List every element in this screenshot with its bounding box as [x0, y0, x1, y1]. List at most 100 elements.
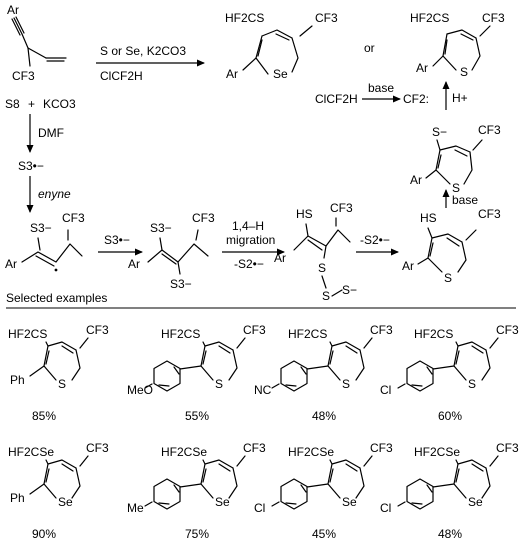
s3-radical-label: S3•−: [18, 159, 44, 173]
thiolate-s-ring: S: [452, 181, 460, 195]
example-heteroatom: S: [215, 377, 223, 391]
example-yield: 48%: [312, 409, 336, 423]
int4-cf3: CF3: [478, 207, 501, 221]
thiolate-cf3: CF3: [478, 123, 501, 137]
dmf-label: DMF: [38, 126, 64, 140]
example-group-label: HF2CS: [414, 327, 453, 341]
int1-ar: Ar: [5, 257, 17, 271]
int3-hs: HS: [296, 207, 313, 221]
top-arrow-reagents: S or Se, K2CO3: [100, 44, 186, 58]
top-product-cf3: CF3: [315, 11, 338, 25]
example-group-label: HF2CSe: [288, 445, 334, 459]
example-yield: 48%: [438, 527, 462, 541]
int1-s3: S3−: [30, 221, 52, 235]
enyne-reactant: Ar CF3: [7, 3, 67, 83]
top-arrow-solvent: ClCF2H: [100, 69, 143, 83]
right-product-thiophene: HF2CS CF3 Ar S: [410, 11, 505, 79]
migration-line2: migration: [226, 233, 275, 247]
top-product-hf2cs: HF2CS: [225, 11, 264, 25]
top-product-selenophene: HF2CS CF3 Ar Se: [225, 11, 338, 81]
intermediate-4: HS CF3 Ar S: [402, 207, 501, 285]
s8-label: S8: [5, 97, 20, 111]
int4-hs: HS: [420, 211, 437, 225]
example-yield: 55%: [185, 409, 209, 423]
enyne-cf3-label: CF3: [12, 69, 35, 83]
top-product-ar: Ar: [226, 67, 238, 81]
migration-loss: -S2•−: [234, 257, 264, 271]
example-cf3-label: CF3: [496, 323, 519, 337]
example-substituent: Cl: [254, 501, 265, 515]
thiolate-s-minus: S−: [432, 125, 447, 139]
example-group-label: HF2CS: [288, 327, 327, 341]
carbene-base: base: [368, 81, 394, 95]
example-substituent: NC: [254, 383, 272, 397]
example-heteroatom: Se: [215, 495, 230, 509]
int3-ar: Ar: [274, 251, 286, 265]
example-group-label: HF2CS: [161, 327, 200, 341]
example-yield: 85%: [32, 409, 56, 423]
example-substituent: Cl: [380, 501, 391, 515]
example-group-label: HF2CSe: [161, 445, 207, 459]
or-word: or: [364, 41, 375, 55]
thiolate-intermediate: S− CF3 Ar S: [410, 123, 501, 195]
int4-s-ring: S: [444, 271, 452, 285]
example-heteroatom: S: [468, 377, 476, 391]
plus-sign: +: [28, 97, 35, 111]
example-substituent: Cl: [380, 383, 391, 397]
right-product-cf3: CF3: [482, 11, 505, 25]
example-group-label: HF2CSe: [8, 445, 54, 459]
example-cf3-label: CF3: [86, 323, 109, 337]
example-aryl-label: Ph: [10, 491, 25, 505]
carbene-cf2: CF2:: [403, 92, 429, 106]
example-cf3-label: CF3: [496, 441, 519, 455]
example-yield: 90%: [32, 527, 56, 541]
intermediate-3: HS CF3 Ar S S S−: [274, 201, 357, 303]
right-product-s: S: [460, 65, 468, 79]
example-heteroatom: Se: [342, 495, 357, 509]
example-cf3-label: CF3: [243, 441, 266, 455]
intermediate-2: S3− CF3 Ar S3−: [128, 211, 215, 291]
top-product-se: Se: [273, 67, 288, 81]
example-yield: 45%: [312, 527, 336, 541]
migration-line1: 1,4–H: [232, 219, 264, 233]
s3-addition-label: S3•−: [104, 233, 130, 247]
int3-s2: S: [322, 289, 330, 303]
int3-s1: S: [318, 261, 326, 275]
s2-loss-label: -S2•−: [360, 233, 390, 247]
example-group-label: HF2CSe: [414, 445, 460, 459]
enyne-label: enyne: [38, 187, 71, 201]
clcf2h-label: ClCF2H: [315, 92, 358, 106]
int2-ar: Ar: [128, 257, 140, 271]
thiolate-ar: Ar: [410, 173, 422, 187]
kco3-label: KCO3: [43, 97, 76, 111]
example-heteroatom: Se: [58, 495, 73, 509]
intermediate-1: S3− CF3 Ar: [5, 211, 85, 272]
examples-header: Selected examples: [6, 291, 107, 305]
right-product-hf2cs: HF2CS: [410, 11, 449, 25]
int3-cf3: CF3: [330, 201, 353, 215]
example-group-label: HF2CS: [8, 327, 47, 341]
int2-s3-bottom: S3−: [170, 277, 192, 291]
example-cf3-label: CF3: [370, 323, 393, 337]
example-yield: 75%: [185, 527, 209, 541]
example-heteroatom: S: [342, 377, 350, 391]
example-aryl-label: Ph: [10, 373, 25, 387]
example-cf3-label: CF3: [86, 441, 109, 455]
example-cf3-label: CF3: [243, 323, 266, 337]
example-substituent: Me: [127, 501, 144, 515]
example-heteroatom: S: [58, 377, 66, 391]
hplus-label: H+: [452, 91, 468, 105]
example-cf3-label: CF3: [370, 441, 393, 455]
example-yield: 60%: [438, 409, 462, 423]
example-heteroatom: Se: [468, 495, 483, 509]
